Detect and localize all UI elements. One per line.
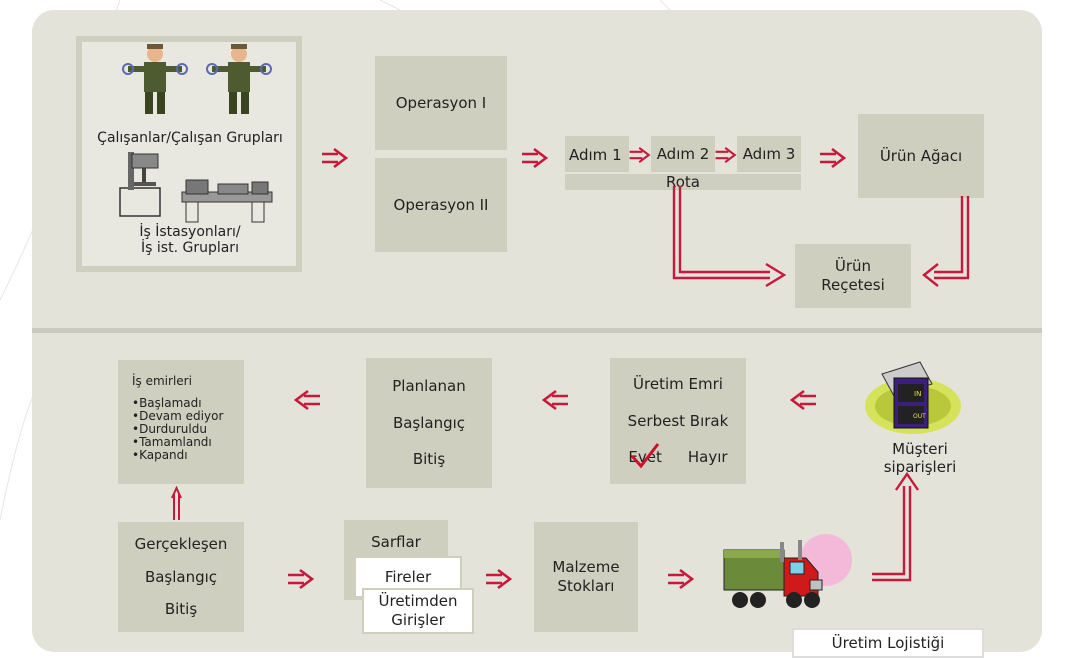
- operation-label: Operasyon II: [393, 195, 489, 214]
- drill-press-icon: [119, 152, 161, 217]
- release-choices: Evet Hayır: [628, 443, 728, 469]
- truck-icon: [723, 534, 852, 608]
- arrow-left-icon: [789, 389, 816, 411]
- customer-orders-label: Müşteri siparişleri: [866, 440, 974, 476]
- arrow-right-icon: [486, 568, 513, 590]
- status-item: •Kapandı: [132, 448, 188, 462]
- recipe-label-line1: Ürün: [834, 257, 872, 276]
- resources-inner: [82, 42, 296, 266]
- planned-start: Başlangıç: [392, 413, 466, 432]
- inbox-out-text: OUT: [913, 413, 926, 420]
- route-to-recipe-arrow: [672, 186, 787, 288]
- inbox-in-text: IN: [914, 390, 921, 398]
- operation-label: Operasyon I: [395, 93, 487, 112]
- status-item: •Tamamlandı: [132, 435, 212, 449]
- arrow-left-icon: [293, 389, 320, 411]
- actual-start: Başlangıç: [144, 567, 218, 586]
- route-step-2: Adım 2: [651, 136, 715, 172]
- section-divider: [32, 328, 1042, 333]
- material-stock-line2: Stokları: [557, 577, 615, 595]
- truck-to-orders-arrow: [872, 471, 919, 582]
- inbox-tray-icon: IN OUT: [865, 361, 961, 434]
- operation-box-1: Operasyon I: [375, 56, 507, 150]
- arrow-right-icon: [629, 146, 651, 164]
- status-item: •Başlamadı: [132, 396, 202, 410]
- production-entries-line2: Girişler: [391, 611, 445, 629]
- stations-label-line1: İş İstasyonları/: [139, 224, 241, 240]
- recipe-label-line2: Reçetesi: [821, 276, 885, 294]
- route-step-label: Adım 3: [742, 144, 796, 163]
- bom-label: Ürün Ağacı: [879, 146, 963, 165]
- planned-end: Bitiş: [412, 450, 446, 469]
- production-entries-box: Üretimden Girişler: [362, 588, 474, 634]
- arrow-up-icon: [171, 486, 182, 520]
- actual-end: Bitiş: [164, 600, 198, 619]
- arrow-left-icon: [541, 389, 568, 411]
- work-orders-title: İş emirleri: [132, 374, 192, 388]
- stations-label-line2: İş ist. Grupları: [141, 240, 239, 256]
- lathe-icon: [181, 179, 273, 223]
- route-step-label: Adım 1: [569, 146, 622, 164]
- recipe-box: Ürün Reçetesi: [795, 244, 911, 308]
- arrow-right-icon: [715, 146, 737, 164]
- worker-icon: [206, 44, 272, 114]
- stations-label: İş İstasyonları/ İş ist. Grupları: [82, 224, 298, 256]
- bom-box: Ürün Ağacı: [858, 114, 984, 198]
- planned-box: Planlanan Başlangıç Bitiş: [366, 358, 492, 488]
- release-order-box: Üretim Emri Serbest Bırak Evet Hayır: [610, 358, 746, 484]
- checkmark-icon: [631, 443, 660, 469]
- status-item: •Devam ediyor: [132, 409, 224, 423]
- workers-label: Çalışanlar/Çalışan Grupları: [97, 130, 283, 146]
- release-line1: Üretim Emri: [633, 374, 723, 393]
- actual-label: Gerçekleşen: [134, 534, 228, 553]
- arrow-right-icon: [522, 147, 549, 169]
- planned-label: Planlanan: [392, 376, 466, 395]
- work-orders-list: İş emirleri •Başlamadı •Devam ediyor •Du…: [132, 375, 223, 462]
- bom-to-recipe-arrow: [922, 196, 970, 287]
- arrow-right-icon: [288, 568, 315, 590]
- worker-icon: [122, 44, 188, 114]
- material-stock-box: Malzeme Stokları: [534, 522, 638, 632]
- production-entries-line1: Üretimden: [378, 592, 458, 610]
- customer-orders-line2: siparişleri: [883, 458, 957, 476]
- route-step-label: Adım 2: [656, 144, 710, 163]
- sarflar-label: Sarflar: [371, 532, 421, 551]
- operation-box-2: Operasyon II: [375, 158, 507, 252]
- material-stock-line1: Malzeme: [552, 558, 620, 576]
- release-line2: Serbest Bırak: [627, 411, 729, 430]
- actual-box: Gerçekleşen Başlangıç Bitiş: [118, 522, 244, 632]
- work-orders-box: [118, 360, 244, 484]
- no-option: Hayır: [687, 448, 728, 467]
- fireler-label: Fireler: [384, 567, 432, 586]
- production-logistics-label-box: Üretim Lojistiği: [792, 628, 984, 658]
- customer-orders-line1: Müşteri: [892, 440, 948, 458]
- status-item: •Durduruldu: [132, 422, 207, 436]
- production-logistics-label: Üretim Lojistiği: [831, 634, 945, 652]
- route-step-1: Adım 1: [565, 136, 629, 172]
- arrow-right-icon: [820, 147, 847, 169]
- arrow-right-icon: [668, 568, 695, 590]
- arrow-right-icon: [322, 147, 349, 169]
- route-step-3: Adım 3: [737, 136, 801, 172]
- resources-frame: [76, 36, 302, 272]
